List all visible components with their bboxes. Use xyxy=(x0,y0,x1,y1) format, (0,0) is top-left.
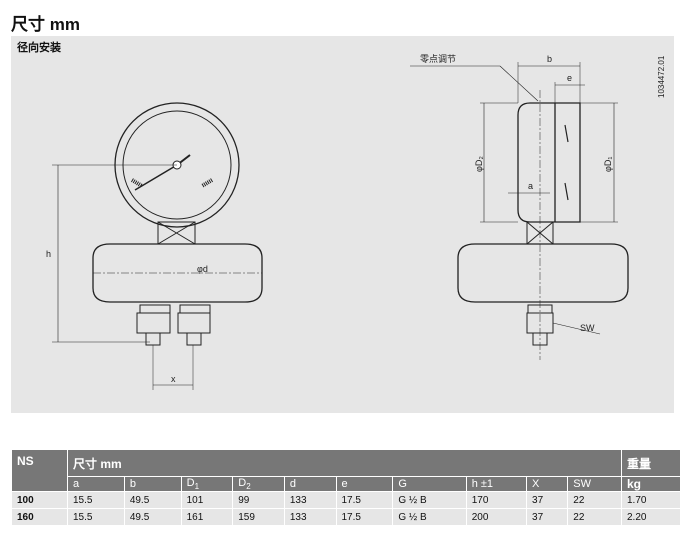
header-b: b xyxy=(123,475,182,493)
label-b: b xyxy=(547,54,552,64)
header-weight: 重量 xyxy=(621,449,681,477)
side-view xyxy=(410,62,629,360)
section-title: 径向安装 xyxy=(17,42,61,54)
table-cell: 22 xyxy=(567,508,622,527)
table-cell: G ½ B xyxy=(392,508,467,527)
table-cell: 101 xyxy=(180,491,234,510)
header-dims: 尺寸 mm xyxy=(67,449,622,477)
table-cell: 1.70 xyxy=(621,491,681,510)
table-cell: 37 xyxy=(526,508,569,527)
table-cell: 22 xyxy=(567,491,622,510)
table-cell: 2.20 xyxy=(621,508,681,527)
page-title: 尺寸 mm xyxy=(11,15,80,34)
header-x: X xyxy=(526,475,569,493)
front-view xyxy=(52,102,263,390)
table-cell: 160 xyxy=(11,508,68,527)
drawing-id: 1034472.01 xyxy=(657,55,666,98)
table-cell: 49.5 xyxy=(123,491,182,510)
label-d: φd xyxy=(197,264,208,274)
table-cell: 133 xyxy=(283,491,337,510)
header-d1: D1 xyxy=(180,475,234,493)
table-cell: G ½ B xyxy=(392,491,467,510)
header-kg: kg xyxy=(621,475,681,493)
label-D1: φD₁ xyxy=(603,157,613,172)
header-ns: NS xyxy=(11,448,68,493)
header-g: G xyxy=(392,475,467,493)
dimension-drawing: h φd x 零点调节 b e a φD₂ φD₁ SW 1034472.01 xyxy=(46,54,666,390)
label-zero-adjust: 零点调节 xyxy=(420,54,456,64)
table-cell: 17.5 xyxy=(335,508,394,527)
label-D2: φD₂ xyxy=(474,156,484,172)
label-x: x xyxy=(171,374,176,384)
table-cell: 49.5 xyxy=(123,508,182,527)
table-cell: 37 xyxy=(526,491,569,510)
table-cell: 100 xyxy=(11,491,68,510)
header-sw: SW xyxy=(567,475,622,493)
table-cell: 15.5 xyxy=(67,491,125,510)
table-cell: 200 xyxy=(465,508,528,527)
label-h: h xyxy=(46,249,51,259)
table-cell: 99 xyxy=(232,491,285,510)
label-e: e xyxy=(567,73,572,83)
table-cell: 17.5 xyxy=(335,491,394,510)
header-a: a xyxy=(67,475,125,493)
header-e: e xyxy=(335,475,394,493)
header-h1: h ±1 xyxy=(465,475,528,493)
table-cell: 133 xyxy=(283,508,337,527)
table-cell: 159 xyxy=(232,508,285,527)
drawing-panel xyxy=(11,36,674,413)
label-sw: SW xyxy=(580,323,595,333)
table-cell: 15.5 xyxy=(67,508,125,527)
label-a: a xyxy=(528,181,533,191)
header-d: d xyxy=(283,475,337,493)
header-d2: D2 xyxy=(232,475,285,493)
table-cell: 161 xyxy=(180,508,234,527)
table-cell: 170 xyxy=(465,491,528,510)
